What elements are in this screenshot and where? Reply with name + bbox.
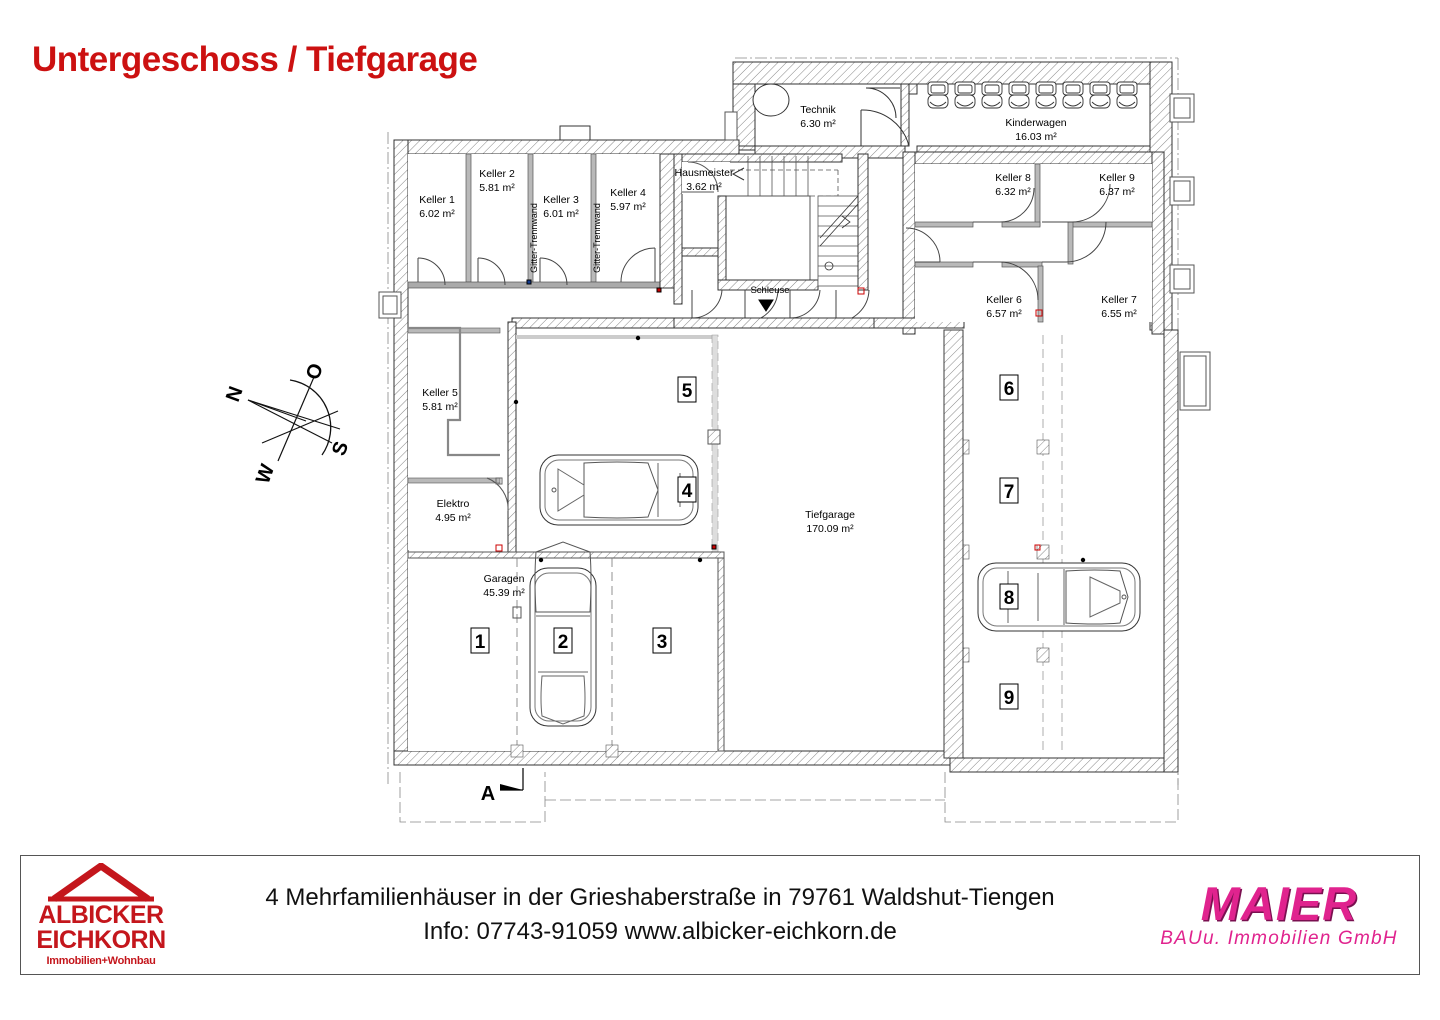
dimension-lines bbox=[399, 772, 1179, 823]
footer-project-info: 4 Mehrfamilienhäuser in der Grieshaberst… bbox=[181, 856, 1139, 974]
room-label-technik: Technik bbox=[800, 104, 836, 116]
room-area-kinderwagen: 16.03 m² bbox=[1015, 131, 1057, 143]
window-openings-east bbox=[1169, 93, 1211, 411]
logo-line-2: EICHKORN bbox=[36, 926, 166, 954]
room-area-keller9: 6.37 m² bbox=[1099, 186, 1135, 198]
logo-line-1: ALBICKER bbox=[38, 901, 164, 929]
svg-text:3: 3 bbox=[657, 632, 668, 653]
svg-text:2: 2 bbox=[558, 632, 569, 653]
parking-number-5: 5 bbox=[677, 376, 697, 403]
room-label-keller6: Keller 6 bbox=[986, 294, 1022, 306]
room-area-keller4: 5.97 m² bbox=[610, 201, 646, 213]
car-space-4 bbox=[539, 454, 699, 526]
compass-east: O bbox=[302, 361, 328, 383]
parking-number-9: 9 bbox=[999, 683, 1019, 710]
compass-north: N bbox=[222, 384, 248, 405]
room-area-keller6: 6.57 m² bbox=[986, 308, 1022, 320]
svg-text:1: 1 bbox=[475, 632, 486, 653]
partition-label-1: Gitter-Trennwand bbox=[529, 203, 539, 273]
room-area-keller8: 6.32 m² bbox=[995, 186, 1031, 198]
floorplan-drawing: Keller 1 6.02 m² Keller 2 5.81 m² Keller… bbox=[222, 57, 1211, 823]
parking-number-4: 4 bbox=[677, 476, 697, 503]
svg-text:9: 9 bbox=[1004, 688, 1015, 709]
room-area-keller1: 6.02 m² bbox=[419, 208, 455, 220]
page-title: Untergeschoss / Tiefgarage bbox=[32, 40, 478, 79]
roof-icon bbox=[48, 863, 154, 902]
section-marker-label: A bbox=[481, 783, 495, 805]
parking-number-1: 1 bbox=[470, 627, 490, 654]
room-label-keller2: Keller 2 bbox=[479, 168, 515, 180]
stroller-icons bbox=[927, 81, 1138, 109]
albicker-eichkorn-logo: ALBICKER EICHKORN Immobilien+Wohnbau bbox=[21, 856, 181, 974]
schleuse-arrow bbox=[758, 299, 774, 312]
footer-text-line-2: Info: 07743-91059 www.albicker-eichkorn.… bbox=[423, 918, 897, 945]
maier-name: MAIER bbox=[1200, 877, 1358, 930]
footer-bar: ALBICKER EICHKORN Immobilien+Wohnbau 4 M… bbox=[20, 855, 1420, 975]
room-label-keller8: Keller 8 bbox=[995, 172, 1031, 184]
parking-number-8: 8 bbox=[999, 583, 1019, 610]
compass-west: W bbox=[252, 461, 279, 486]
room-area-tiefgarage: 170.09 m² bbox=[806, 523, 854, 535]
room-label-keller1: Keller 1 bbox=[419, 194, 455, 206]
section-marker-a bbox=[500, 768, 524, 791]
compass-rose: N O S W bbox=[222, 361, 353, 487]
room-area-keller2: 5.81 m² bbox=[479, 182, 515, 194]
room-label-hausmeister: Hausmeister bbox=[675, 167, 734, 179]
room-area-keller3: 6.01 m² bbox=[543, 208, 579, 220]
room-label-tiefgarage: Tiefgarage bbox=[805, 509, 855, 521]
room-area-elektro: 4.95 m² bbox=[435, 512, 471, 524]
svg-text:6: 6 bbox=[1004, 379, 1015, 400]
svg-text:4: 4 bbox=[682, 481, 693, 502]
room-label-kinderwagen: Kinderwagen bbox=[1005, 117, 1066, 129]
compass-south: S bbox=[328, 439, 353, 459]
door-swings-east bbox=[905, 183, 1111, 301]
parking-number-2: 2 bbox=[553, 627, 573, 654]
svg-text:7: 7 bbox=[1004, 482, 1015, 503]
car-space-8 bbox=[977, 562, 1141, 632]
room-label-keller9: Keller 9 bbox=[1099, 172, 1135, 184]
svg-text:5: 5 bbox=[682, 381, 693, 402]
partition-label-2: Gitter-Trennwand bbox=[592, 203, 602, 273]
maier-logo: MAIER BAUu. Immobilien GmbH bbox=[1139, 856, 1419, 974]
schleuse-label: Schleuse bbox=[750, 285, 789, 296]
room-area-hausmeister: 3.62 m² bbox=[686, 181, 722, 193]
room-area-technik: 6.30 m² bbox=[800, 118, 836, 130]
room-labels: Keller 1 6.02 m² Keller 2 5.81 m² Keller… bbox=[419, 104, 1137, 599]
room-area-keller5: 5.81 m² bbox=[422, 401, 458, 413]
room-area-garagen: 45.39 m² bbox=[483, 587, 525, 599]
parking-number-3: 3 bbox=[652, 627, 672, 654]
maier-tagline: BAUu. Immobilien GmbH bbox=[1160, 928, 1398, 949]
footer-text-line-1: 4 Mehrfamilienhäuser in der Grieshaberst… bbox=[265, 884, 1055, 911]
room-label-keller3: Keller 3 bbox=[543, 194, 579, 206]
room-label-elektro: Elektro bbox=[437, 498, 470, 510]
parking-numbers: 1 2 3 4 5 6 7 8 9 bbox=[470, 374, 1019, 710]
logo-tagline: Immobilien+Wohnbau bbox=[46, 955, 156, 967]
window-openings-west bbox=[378, 291, 402, 319]
room-label-keller4: Keller 4 bbox=[610, 187, 646, 199]
room-label-keller7: Keller 7 bbox=[1101, 294, 1137, 306]
svg-text:8: 8 bbox=[1004, 588, 1015, 609]
door-swings-west bbox=[417, 247, 656, 286]
parking-number-7: 7 bbox=[999, 477, 1019, 504]
room-area-keller7: 6.55 m² bbox=[1101, 308, 1137, 320]
parking-number-6: 6 bbox=[999, 374, 1019, 401]
room-label-keller5: Keller 5 bbox=[422, 387, 458, 399]
room-label-garagen: Garagen bbox=[484, 573, 525, 585]
